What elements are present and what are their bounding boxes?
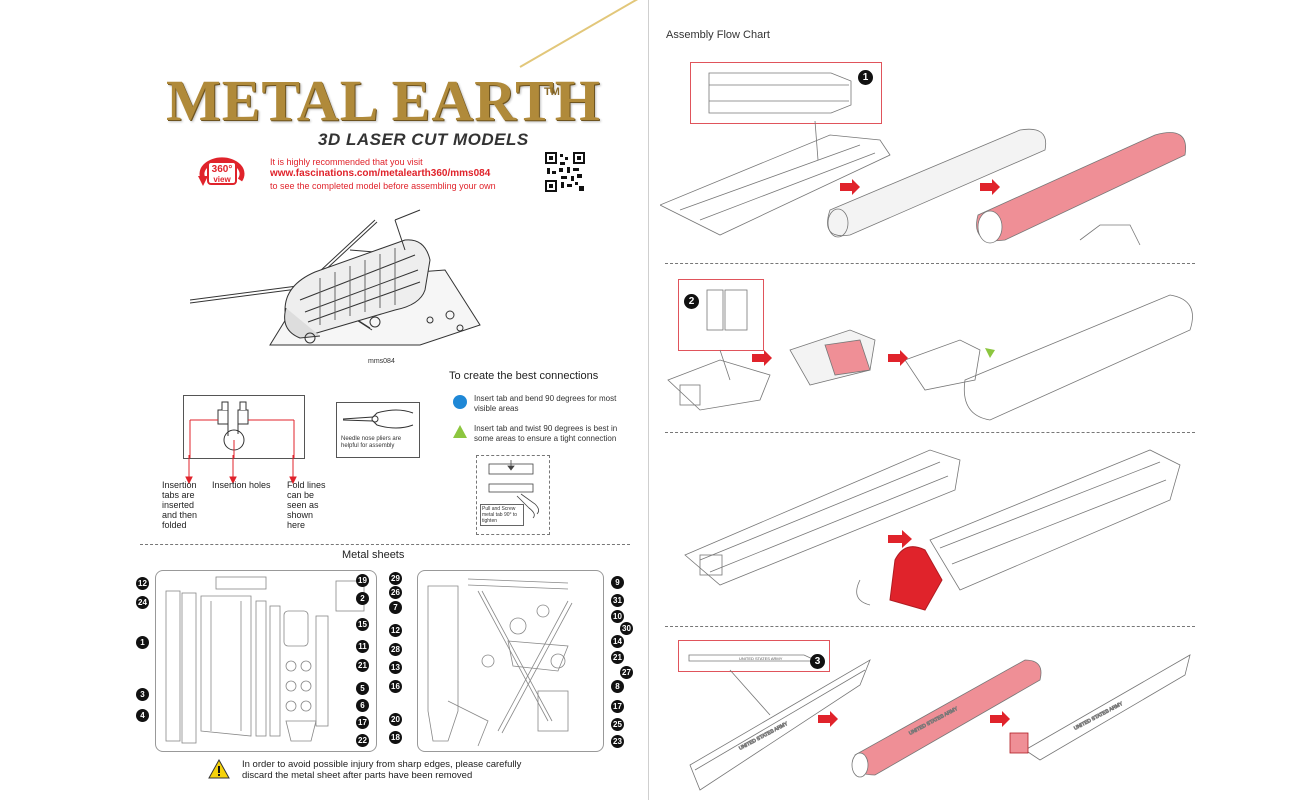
part-number: 12 xyxy=(389,624,402,637)
part-number: 6 xyxy=(356,699,369,712)
helicopter-illustration xyxy=(190,209,481,346)
arrow-right-icon xyxy=(980,179,1000,195)
part-number: 26 xyxy=(389,586,402,599)
part-number: 27 xyxy=(620,666,633,679)
metal-sheet-left xyxy=(155,570,377,752)
view-360-badge: 360° view xyxy=(196,150,248,196)
warning-icon xyxy=(208,759,230,779)
pull-screw-text: Pull and Screw metal tab 90° to tighten xyxy=(480,504,524,526)
part-number: 31 xyxy=(611,594,624,607)
part-number: 20 xyxy=(389,713,402,726)
part-number: 11 xyxy=(356,640,369,653)
step-number: 1 xyxy=(858,70,873,85)
green-triangle-icon xyxy=(453,425,467,438)
part-number: 7 xyxy=(389,601,402,614)
part-number: 17 xyxy=(356,716,369,729)
part-number: 2 xyxy=(356,592,369,605)
insertion-diagram xyxy=(183,395,305,459)
warning-line1: In order to avoid possible injury from s… xyxy=(242,759,522,770)
part-number: 24 xyxy=(136,596,149,609)
part-number: 14 xyxy=(611,635,624,648)
label-fold-lines: Fold lines can be seen as shown here xyxy=(287,480,326,530)
part-number: 21 xyxy=(611,651,624,664)
step1-detail-box xyxy=(690,62,882,124)
part-number: 9 xyxy=(611,576,624,589)
rec-line3: to see the completed model before assemb… xyxy=(270,181,496,191)
step1-illustration xyxy=(660,120,1187,246)
step-divider xyxy=(665,626,1195,627)
label-insertion-tabs: Insertion tabs are inserted and then fol… xyxy=(162,480,198,530)
badge-360-text: 360° xyxy=(212,164,233,175)
part-number: 28 xyxy=(389,643,402,656)
connections-title: To create the best connections xyxy=(449,370,599,382)
step2-illustration xyxy=(667,294,1193,421)
qr-code[interactable] xyxy=(545,152,585,192)
blue-dot-icon xyxy=(453,395,467,409)
recommendation-text: It is highly recommended that you visit … xyxy=(270,156,496,192)
part-number: 1 xyxy=(136,636,149,649)
warning-text: In order to avoid possible injury from s… xyxy=(242,759,521,781)
step-number: 2 xyxy=(684,294,699,309)
part-number: 21 xyxy=(356,659,369,672)
gold-swoosh xyxy=(519,0,642,68)
part-number: 17 xyxy=(611,700,624,713)
step-number: 3 xyxy=(810,654,825,669)
part-number: 22 xyxy=(356,734,369,747)
part-number: 13 xyxy=(389,661,402,674)
assembly-title: Assembly Flow Chart xyxy=(666,29,770,41)
pliers-twist-icon xyxy=(488,460,539,519)
part-number: 12 xyxy=(136,577,149,590)
part-number: 5 xyxy=(356,682,369,695)
rec-line1: It is highly recommended that you visit xyxy=(270,157,423,167)
army-label-small: UNITED STATES ARMY xyxy=(739,656,783,661)
step3-illustration xyxy=(684,449,1181,611)
arrow-right-icon xyxy=(840,179,860,195)
part-number: 15 xyxy=(356,618,369,631)
part-number: 29 xyxy=(389,572,402,585)
part-number: 19 xyxy=(356,574,369,587)
warning-line2: discard the metal sheet after parts have… xyxy=(242,770,473,781)
step-divider xyxy=(665,432,1195,433)
legend-green-text: Insert tab and twist 90 degrees is best … xyxy=(474,424,618,443)
arrow-right-icon xyxy=(888,350,908,366)
page-divider xyxy=(648,0,649,800)
sheets-title: Metal sheets xyxy=(342,549,405,561)
brand-tm: TM xyxy=(544,86,560,98)
diagram-pointers xyxy=(185,455,297,485)
army-label: UNITED STATES ARMY xyxy=(1073,701,1124,732)
legend-blue-text: Insert tab and bend 90 degrees for most … xyxy=(474,394,617,413)
arrow-right-icon xyxy=(990,711,1010,727)
pliers-text: Needle nose pliers are helpful for assem… xyxy=(341,436,402,449)
part-number: 30 xyxy=(620,622,633,635)
rec-url-link[interactable]: www.fascinations.com/metalearth360/mms08… xyxy=(270,168,491,179)
part-number: 10 xyxy=(611,610,624,623)
pliers-box: Needle nose pliers are helpful for assem… xyxy=(336,402,420,458)
part-number: 25 xyxy=(611,718,624,731)
part-number: 4 xyxy=(136,709,149,722)
brand-title: METAL EARTH xyxy=(166,68,601,133)
arrow-right-icon xyxy=(752,350,772,366)
brand-subtitle: 3D LASER CUT MODELS xyxy=(318,130,529,149)
rotate-arrow-icon: 360° view xyxy=(198,157,245,186)
arrow-right-icon xyxy=(818,711,838,727)
part-number: 3 xyxy=(136,688,149,701)
metal-sheet-right xyxy=(417,570,604,752)
pull-screw-box xyxy=(476,455,550,535)
part-number: 18 xyxy=(389,731,402,744)
step2-detail-box xyxy=(678,279,764,351)
part-number: 23 xyxy=(611,735,624,748)
arrow-right-icon xyxy=(888,530,912,548)
model-code: mms084 xyxy=(368,358,395,365)
left-page: METAL EARTH TM 3D LASER CUT MODELS 360° … xyxy=(0,0,642,800)
step4-illustration: UNITED STATES ARMY UNITED STATES ARMY UN… xyxy=(689,654,1191,791)
badge-view-text: view xyxy=(213,175,231,184)
label-insertion-holes: Insertion holes xyxy=(212,480,271,490)
needle-nose-pliers-icon xyxy=(342,409,414,429)
section-divider xyxy=(140,544,630,545)
right-page: Assembly Flow Chart 1 xyxy=(650,0,1300,800)
part-number: 8 xyxy=(611,680,624,693)
green-triangle-icon xyxy=(985,348,995,358)
step-divider xyxy=(665,263,1195,264)
part-number: 16 xyxy=(389,680,402,693)
